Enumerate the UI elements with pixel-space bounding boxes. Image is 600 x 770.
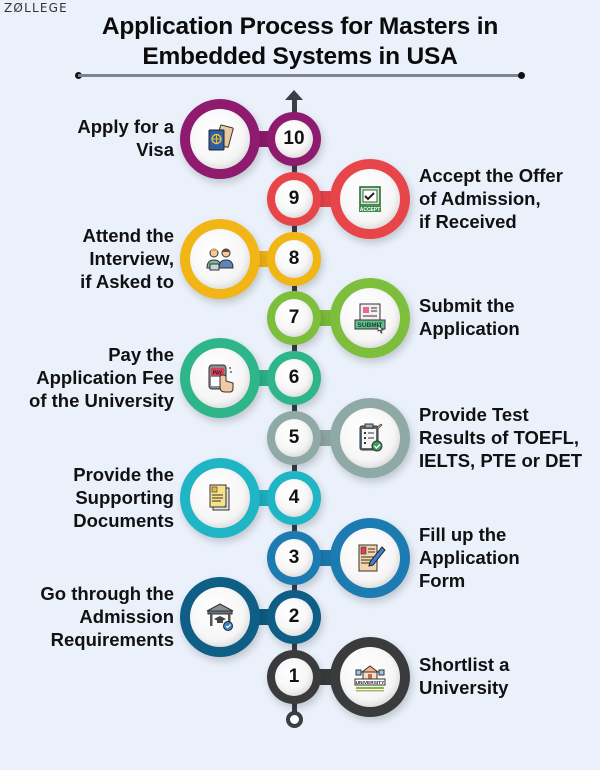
step-icon-ring: ACCEPT: [330, 159, 410, 239]
form-pen-icon: [340, 528, 400, 588]
submit-form-icon: SUBMIT: [340, 288, 400, 348]
arrow-up-icon: [285, 90, 303, 100]
passport-visa-icon: [190, 109, 250, 169]
step-icon-ring: [330, 398, 410, 478]
step-label: Provide Test Results of TOEFL, IELTS, PT…: [419, 403, 583, 471]
step-number-ring: 6: [267, 351, 321, 405]
university-icon: UNIVERSITY: [340, 647, 400, 707]
step-number: 2: [288, 606, 300, 627]
svg-text:SUBMIT: SUBMIT: [358, 322, 383, 329]
step-icon-ring: PAY: [180, 338, 260, 418]
step-number-ring: 10: [267, 112, 321, 166]
timeline-end-dot: [286, 711, 303, 728]
step-number: 3: [288, 547, 300, 568]
accept-checkbox-icon: ACCEPT: [340, 169, 400, 229]
step-number: 7: [288, 307, 300, 328]
brand-logo: ZØLLEGE: [4, 1, 68, 15]
clipboard-checklist-icon: [340, 408, 400, 468]
page-title: Application Process for Masters in Embed…: [0, 12, 600, 72]
documents-icon: [190, 468, 250, 528]
step-number: 5: [288, 427, 300, 448]
svg-text:PAY: PAY: [213, 371, 223, 377]
pay-hand-icon: PAY: [190, 348, 250, 408]
step-number-ring: 4: [267, 471, 321, 525]
graduation-building-icon: [190, 587, 250, 647]
title-rule-dot-right: [518, 72, 525, 79]
step-number: 9: [288, 188, 300, 209]
step-number-ring: 2: [267, 590, 321, 644]
step-number: 1: [288, 666, 300, 687]
svg-text:UNIVERSITY: UNIVERSITY: [356, 680, 386, 686]
step-number-ring: 3: [267, 531, 321, 585]
step-icon-ring: [330, 518, 410, 598]
step-number: 8: [288, 248, 300, 269]
step-label: Apply for a Visa: [77, 116, 174, 160]
title-divider: [78, 74, 522, 77]
step-label: Shortlist a University: [419, 654, 510, 698]
step-label: Submit the Application: [419, 295, 520, 339]
step-label: Attend the Interview, if Asked to: [80, 224, 174, 292]
step-number: 10: [283, 128, 305, 149]
step-number-ring: 7: [267, 291, 321, 345]
step-number-ring: 9: [267, 172, 321, 226]
step-label: Accept the Offer of Admission, if Receiv…: [419, 164, 563, 232]
title-line-2: Embedded Systems in USA: [142, 43, 458, 70]
step-icon-ring: SUBMIT: [330, 278, 410, 358]
step-icon-ring: [180, 577, 260, 657]
step-number: 4: [288, 487, 300, 508]
step-label: Pay the Application Fee of the Universit…: [29, 343, 174, 411]
step-label: Fill up the Application Form: [419, 523, 520, 591]
svg-text:ACCEPT: ACCEPT: [360, 207, 381, 213]
step-label: Go through the Admission Requirements: [40, 582, 174, 650]
step-number-ring: 5: [267, 411, 321, 465]
step-icon-ring: UNIVERSITY: [330, 637, 410, 717]
step-icon-ring: [180, 458, 260, 538]
step-number: 6: [288, 367, 300, 388]
timeline-spine: [292, 100, 297, 714]
step-number-ring: 1: [267, 650, 321, 704]
step-icon-ring: [180, 99, 260, 179]
step-icon-ring: [180, 219, 260, 299]
interview-people-icon: [190, 229, 250, 289]
title-line-1: Application Process for Masters in: [101, 13, 499, 40]
step-label: Provide the Supporting Documents: [73, 463, 174, 531]
step-number-ring: 8: [267, 232, 321, 286]
